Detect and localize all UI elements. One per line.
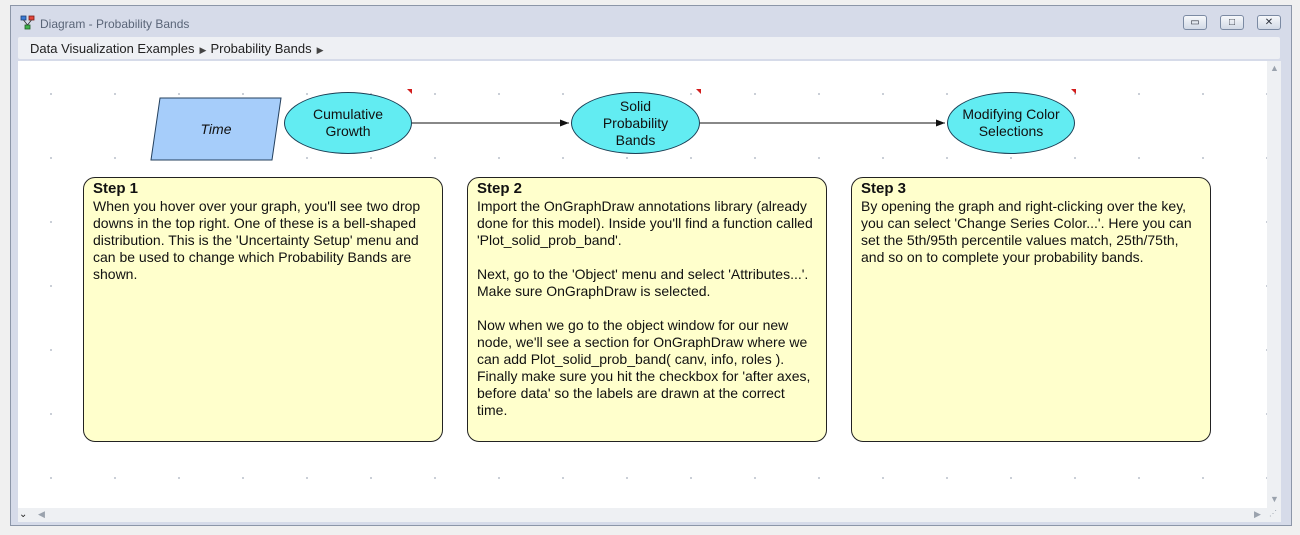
note-body: When you hover over your graph, you'll s… xyxy=(93,198,421,282)
canvas-menu-chevron-icon[interactable]: ⌄ xyxy=(19,509,28,520)
scroll-down-icon[interactable]: ▼ xyxy=(1270,494,1279,504)
horizontal-scrollbar[interactable]: ⌄ ◀ ▶ ⋰ xyxy=(18,508,1281,522)
scroll-up-icon[interactable]: ▲ xyxy=(1270,63,1279,73)
node-flag-marker xyxy=(407,89,412,94)
note-title: Step 1 xyxy=(93,180,139,197)
breadcrumb-label[interactable]: Data Visualization Examples xyxy=(30,40,195,56)
breadcrumb-arrow-icon: ▶ xyxy=(316,44,324,55)
solid-probability-bands-node[interactable]: Solid Probability Bands xyxy=(571,92,700,154)
node-label: Modifying Color Selections xyxy=(962,106,1060,139)
breadcrumb-item-examples[interactable]: Data Visualization Examples ▶ xyxy=(18,41,206,56)
note-title: Step 3 xyxy=(861,180,907,197)
parallelogram-shape xyxy=(150,97,282,161)
diagram-window: Diagram - Probability Bands ▭ □ ✕ Data V… xyxy=(10,5,1292,526)
connector-arrows xyxy=(412,119,945,127)
breadcrumb: Data Visualization Examples ▶ Probability… xyxy=(18,37,1280,59)
node-flag-marker xyxy=(696,89,701,94)
breadcrumb-arrow-icon: ▶ xyxy=(199,44,207,55)
time-node[interactable]: Time xyxy=(150,97,282,161)
scroll-right-icon[interactable]: ▶ xyxy=(1254,509,1261,519)
step-1-note[interactable]: Step 1 When you hover over your graph, y… xyxy=(83,177,443,442)
close-button[interactable]: ✕ xyxy=(1257,15,1281,30)
resize-grip-icon[interactable]: ⋰ xyxy=(1269,509,1277,518)
note-title: Step 2 xyxy=(477,180,523,197)
modifying-color-selections-node[interactable]: Modifying Color Selections xyxy=(947,92,1075,154)
window-title: Diagram - Probability Bands xyxy=(40,17,190,31)
time-node-label: Time xyxy=(200,121,232,137)
diagram-app-icon xyxy=(20,15,35,30)
note-body: By opening the graph and right-clicking … xyxy=(861,198,1192,265)
title-bar[interactable]: Diagram - Probability Bands ▭ □ ✕ xyxy=(11,6,1291,36)
scroll-left-icon[interactable]: ◀ xyxy=(38,509,45,519)
diagram-canvas[interactable]: Time Cumulative Growth Solid Probability… xyxy=(18,61,1267,508)
step-2-note[interactable]: Step 2 Import the OnGraphDraw annotation… xyxy=(467,177,827,442)
breadcrumb-item-probability-bands[interactable]: Probability Bands ▶ xyxy=(206,41,323,56)
restore-button[interactable]: □ xyxy=(1220,15,1244,30)
step-3-note[interactable]: Step 3 By opening the graph and right-cl… xyxy=(851,177,1211,442)
note-body: Import the OnGraphDraw annotations libra… xyxy=(477,198,813,418)
node-flag-marker xyxy=(1071,89,1076,94)
cumulative-growth-node[interactable]: Cumulative Growth xyxy=(284,92,412,154)
minimize-button[interactable]: ▭ xyxy=(1183,15,1207,30)
breadcrumb-label[interactable]: Probability Bands xyxy=(210,40,312,56)
node-label: Cumulative Growth xyxy=(312,106,384,139)
node-label: Solid Probability Bands xyxy=(602,97,669,148)
vertical-scrollbar[interactable]: ▲ ▼ xyxy=(1267,61,1281,508)
